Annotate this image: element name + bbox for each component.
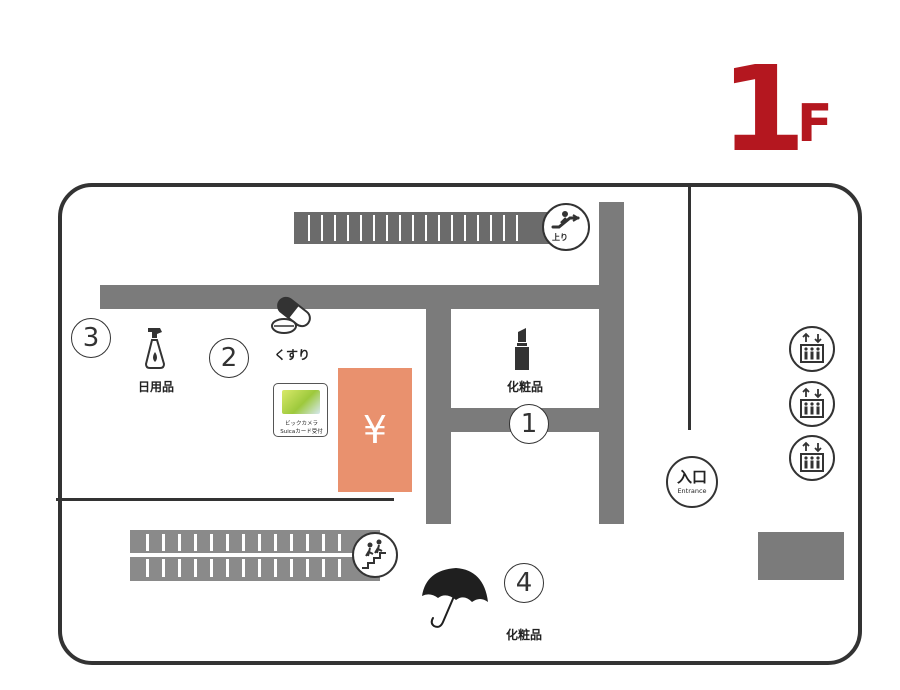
section-1-label: 化粧品	[507, 380, 544, 394]
escalator-track	[294, 212, 549, 244]
floor-number: 1	[719, 40, 807, 178]
aisle-right-vertical	[599, 202, 624, 524]
card-line-2: Suicaカード受付	[280, 429, 323, 435]
card-face	[282, 390, 320, 414]
elevator-icon	[789, 435, 835, 481]
lipstick-icon	[515, 328, 529, 370]
yen-icon: ¥	[362, 408, 388, 452]
section-2-number: 2	[209, 338, 249, 378]
entrance-sublabel: Entrance	[677, 486, 707, 495]
floor-unit: F	[797, 94, 833, 154]
elevator-icon	[789, 326, 835, 372]
wall-horizontal	[56, 498, 394, 501]
section-4-label: 化粧品	[506, 628, 543, 642]
suica-card-icon: ビックカメラ Suicaカード受付	[273, 383, 328, 437]
entrance-marker: 入口 Entrance	[666, 456, 718, 508]
spray-bottle-icon	[144, 328, 166, 369]
elevator-icon	[789, 381, 835, 427]
escalator-label: 上り	[552, 233, 568, 242]
section-3-label: 日用品	[138, 380, 175, 394]
section-4-number: 4	[504, 563, 544, 603]
entrance-label: 入口	[676, 467, 707, 486]
card-line-1: ビックカメラ	[284, 421, 318, 427]
stairs-track	[130, 530, 380, 581]
section-1-number: 1	[509, 404, 549, 444]
atm-area: ¥	[338, 368, 412, 492]
wall-vertical	[688, 187, 691, 430]
escalator-up-icon	[542, 203, 590, 251]
umbrella-icon	[422, 568, 488, 628]
aisle-main	[100, 285, 622, 309]
pill-icon	[271, 296, 311, 334]
section-2-label: くすり	[274, 348, 311, 362]
gray-block	[758, 532, 844, 580]
stairs-icon	[352, 532, 398, 578]
section-3-number: 3	[71, 318, 111, 358]
floor-outline	[58, 183, 862, 665]
